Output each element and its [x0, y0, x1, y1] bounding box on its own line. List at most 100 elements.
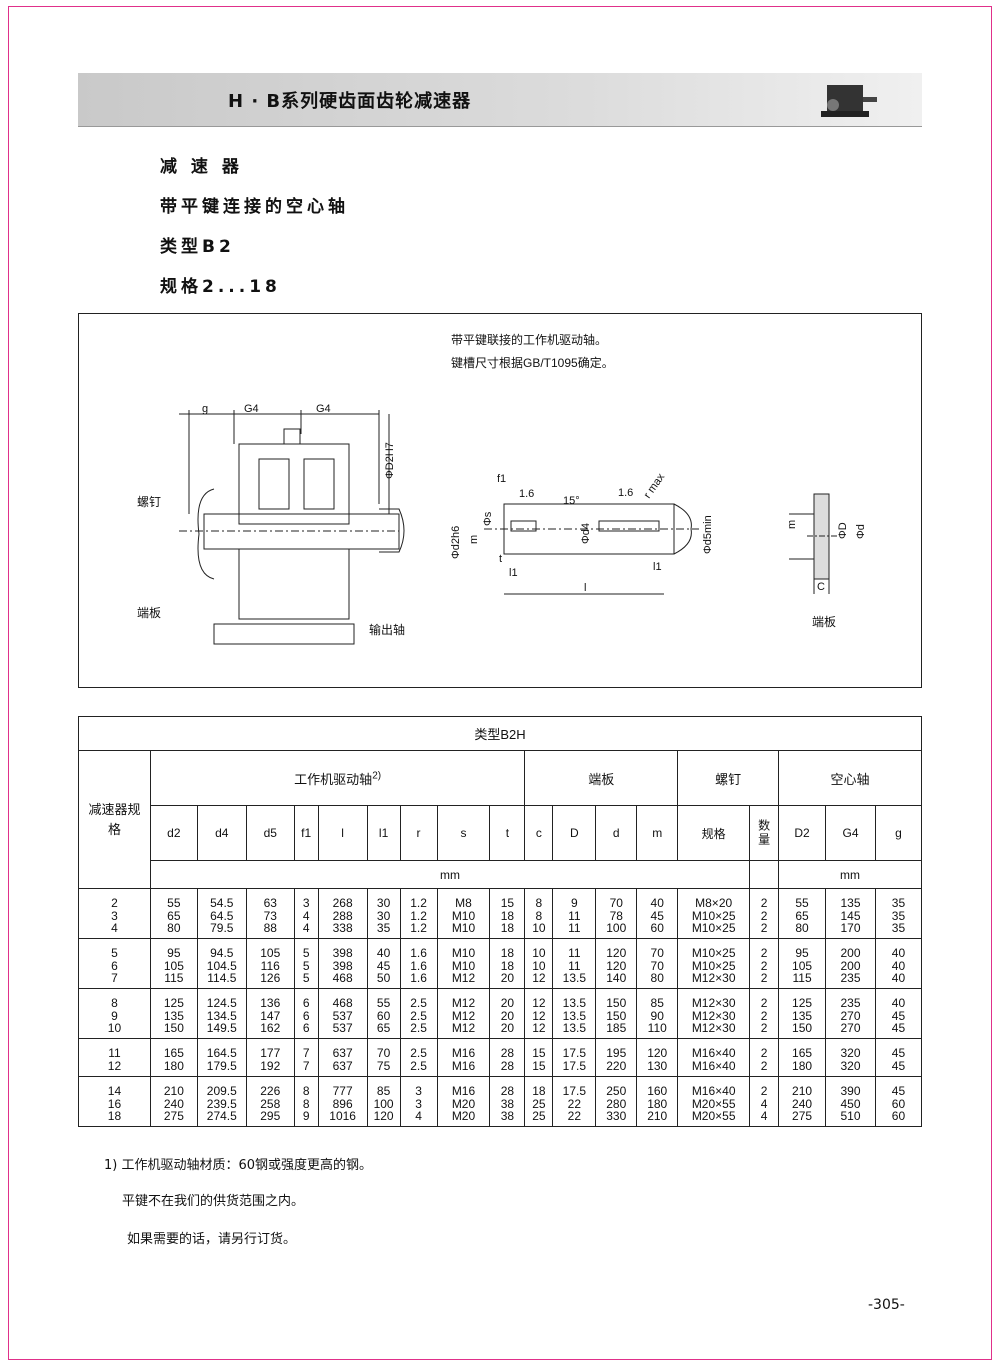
column-header: 数量 [749, 805, 780, 861]
cell-value: 149.5 [206, 1021, 237, 1035]
cell-value: 40 [891, 958, 906, 973]
cell-value: 179.5 [206, 1058, 237, 1073]
cell-value: M16×40 [691, 1058, 736, 1073]
cell-value: 170 [840, 921, 861, 935]
cell-value: M16×40 [691, 1084, 736, 1098]
cell-value: 10 [532, 946, 546, 960]
cell-value: 275 [163, 1109, 184, 1123]
cell-value: 180 [647, 1096, 668, 1111]
cell-value: 209.5 [206, 1084, 237, 1098]
heading-hollow-shaft: 带平键连接的空心轴 [160, 197, 349, 217]
cell-value: 110 [647, 1021, 667, 1035]
label-D: ΦD [837, 522, 849, 539]
cell-value: 20 [500, 971, 515, 985]
cell-value: 28 [500, 1046, 515, 1060]
label-g: g [202, 403, 208, 415]
cell-value: 78 [609, 908, 623, 923]
cell-value: 140 [606, 971, 627, 985]
column-header: f1 [293, 805, 319, 861]
cell-value: 125 [792, 996, 813, 1010]
footnote-1: 1) 工作机驱动轴材质：60钢或强度更高的钢。 [104, 1158, 373, 1173]
group-hollow-shaft: 空心轴 [778, 750, 922, 806]
cell-value: 11 [568, 908, 581, 923]
column-header: g [874, 805, 923, 861]
cell-value: 510 [840, 1109, 861, 1123]
size-header: 减速器规格 [78, 750, 151, 889]
cell-value: 60 [891, 1096, 906, 1111]
heading-type: 类型B2 [160, 237, 235, 257]
cell-value: 13.5 [562, 971, 586, 985]
cell-value: 210 [647, 1109, 668, 1123]
cell-value: 114.5 [207, 971, 237, 985]
cell-value: 30 [376, 896, 391, 910]
cell-value: 70 [609, 896, 623, 910]
cell-value: 105 [260, 946, 281, 960]
cell-value: 240 [792, 1096, 813, 1111]
cell-value: 17.5 [562, 1046, 586, 1060]
cell-value: 192 [260, 1058, 281, 1073]
cell-value: M8×20 [695, 896, 733, 910]
cell-value: 80 [167, 921, 181, 935]
cell-value: 54.5 [210, 896, 234, 910]
cell-value: 11 [568, 946, 581, 960]
label-s: Φs [482, 511, 494, 526]
cell-value: 80 [650, 971, 664, 985]
column-header: d [595, 805, 638, 861]
column-header: 规格 [677, 805, 751, 861]
cell-value: M8 [455, 896, 472, 910]
cell-value: 20 [500, 996, 515, 1010]
cell-value: 2.5 [410, 1021, 427, 1035]
cell-value: 45 [891, 1058, 906, 1073]
cell-value: 120 [373, 1109, 394, 1123]
cell-value: 100 [373, 1096, 394, 1111]
cell-value: 11 [568, 921, 581, 935]
cell-value: M12×30 [691, 971, 736, 985]
cell-value: 15 [532, 1058, 546, 1073]
cell-value: 12 [532, 1008, 546, 1023]
cell-value: 10 [532, 921, 546, 935]
label-l: l [584, 582, 586, 594]
cell-value: 164.5 [206, 1046, 237, 1060]
cell-value: 2 [760, 958, 768, 973]
cell-value: 2 [760, 1008, 768, 1023]
label-roughness-2: 1.6 [618, 487, 633, 499]
cell-value: 12 [532, 1021, 546, 1035]
cell-value: 70 [650, 958, 664, 973]
cell-value: 150 [792, 1021, 813, 1035]
cell-value: 177 [260, 1046, 281, 1060]
cell-value: 320 [840, 1058, 861, 1073]
cell-value: 150 [606, 1008, 627, 1023]
cell-value: 1.2 [410, 896, 427, 910]
cell-value: 11 [108, 1046, 121, 1060]
cell-value: 116 [260, 958, 280, 973]
cell-value: 537 [332, 1021, 353, 1035]
cell-value: 8 [302, 1096, 310, 1111]
cell-value: 12 [107, 1058, 122, 1073]
heading-sizes: 规格2...18 [160, 277, 281, 297]
cell-value: 1.6 [410, 971, 427, 985]
